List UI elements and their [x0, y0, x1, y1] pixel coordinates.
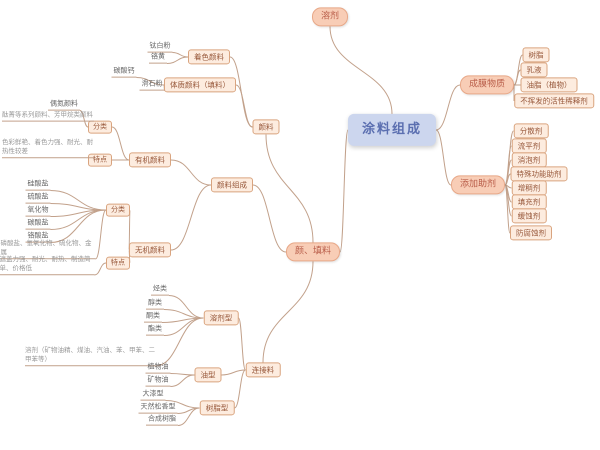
mindmap-node-chrome-yellow[interactable]: 铬黄	[149, 53, 167, 64]
mindmap-node-center[interactable]: 涂料组成	[347, 113, 437, 147]
mindmap-node-inhibitor[interactable]: 缓蚀剂	[511, 208, 547, 224]
mindmap-node-ketone[interactable]: 酮类	[144, 312, 162, 323]
mindmap-node-resintype[interactable]: 树脂型	[199, 400, 235, 416]
mindmap-node-additives[interactable]: 添加助剂	[450, 175, 506, 195]
mindmap-node-alcohol[interactable]: 醇类	[146, 299, 164, 310]
mindmap-node-vegoil[interactable]: 植物油	[145, 363, 171, 374]
mindmap-node-solventnote[interactable]: 溶剂（矿物油精、煤油、汽油、苯、甲苯、二甲苯等）	[25, 346, 155, 366]
mindmap-node-hydrocarbon[interactable]: 烃类	[151, 285, 169, 296]
mindmap-node-film[interactable]: 成膜物质	[459, 75, 515, 95]
mindmap-node-defoamer[interactable]: 消泡剂	[511, 152, 547, 168]
mindmap-node-sulfate[interactable]: 硫酸盐	[25, 193, 51, 204]
mindmap-node-pigcomp[interactable]: 颜料组成	[211, 177, 253, 193]
mindmap-node-carbonate[interactable]: 碳酸盐	[25, 219, 51, 230]
mindmap-node-azo[interactable]: 偶氮颜料	[48, 100, 80, 111]
mindmap-node-binder[interactable]: 连接料	[245, 362, 281, 378]
mindmap-node-metalnote[interactable]: 磷酸盐、氢氧化物、硫化物、金属	[0, 239, 96, 259]
mindmap-node-orgfeattext[interactable]: 色彩鲜艳、着色力强、耐光、耐热性较差	[2, 138, 94, 158]
mindmap-node-oxide[interactable]: 氧化物	[25, 206, 51, 217]
mindmap-node-resin[interactable]: 树脂	[522, 47, 550, 63]
mindmap-node-inorgfeattext[interactable]: 遮盖力强、耐光、耐热、制造简单、价格低	[0, 255, 95, 275]
mindmap-node-coloring[interactable]: 着色颜料	[188, 49, 230, 65]
mindmap-node-inorgfeat[interactable]: 特点	[106, 256, 130, 270]
mindmap-node-solvent[interactable]: 溶剂	[311, 7, 349, 27]
mindmap-node-emulsion[interactable]: 乳液	[520, 62, 548, 78]
mindmap-node-solventtype[interactable]: 溶剂型	[203, 310, 239, 326]
mindmap-node-titanium[interactable]: 钛白粉	[147, 42, 173, 53]
mindmap-node-orgclass[interactable]: 分类	[88, 120, 112, 134]
mindmap-node-calcium[interactable]: 碳酸钙	[111, 67, 137, 78]
mindmap-node-rosin[interactable]: 天然松香型	[138, 403, 178, 414]
mindmap-node-pigment[interactable]: 颜料	[252, 119, 280, 135]
mindmap-node-pigfill[interactable]: 颜、填料	[285, 242, 341, 262]
mindmap-node-chromate[interactable]: 铬酸盐	[25, 232, 51, 243]
mindmap-node-ester[interactable]: 酯类	[146, 325, 164, 336]
mindmap-node-talc[interactable]: 滑石粉	[139, 80, 165, 91]
mindmap-node-silicate[interactable]: 硅酸盐	[25, 180, 51, 191]
mindmap-node-organic[interactable]: 有机颜料	[129, 152, 171, 168]
mindmap-node-daqi[interactable]: 大漆型	[140, 390, 166, 401]
mindmap-node-dispersant[interactable]: 分散剂	[513, 123, 549, 139]
mindmap-node-minoil[interactable]: 矿物油	[145, 376, 171, 387]
mindmap-node-phthalo[interactable]: 酞菁等系列颜料、芳甲烷类颜料	[2, 111, 94, 122]
mindmap-node-extender[interactable]: 体质颜料（填料）	[164, 77, 236, 93]
mindmap-node-anticorr[interactable]: 防腐蚀剂	[510, 225, 552, 241]
mindmap-node-orgfeat[interactable]: 特点	[88, 153, 112, 167]
mindmap-node-oiltype[interactable]: 油型	[194, 367, 222, 383]
mindmap-node-inorgclass[interactable]: 分类	[106, 203, 130, 217]
mindmap-node-inorganic[interactable]: 无机颜料	[129, 242, 171, 258]
mindmap-node-synresin[interactable]: 合成树脂	[146, 415, 178, 426]
mindmap-node-diluent[interactable]: 不挥发的活性稀释剂	[514, 93, 594, 109]
mindmap-node-oilfat[interactable]: 油脂（植物）	[520, 77, 578, 93]
